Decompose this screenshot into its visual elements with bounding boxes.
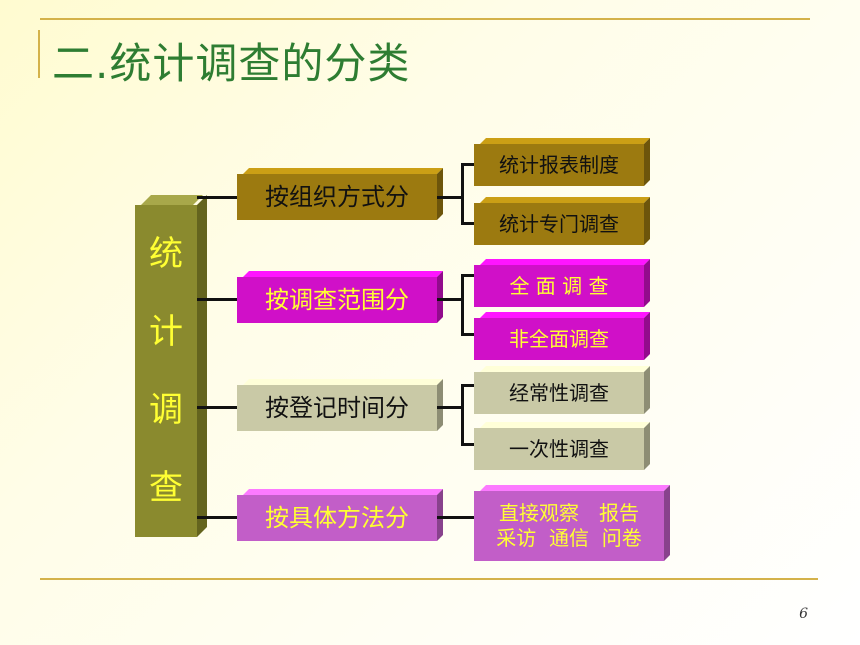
connector: [437, 516, 475, 519]
connector: [197, 516, 237, 519]
leaf-report-system: 统计报表制度: [474, 144, 644, 186]
leaf-label: 统计报表制度: [499, 152, 619, 177]
connector: [197, 196, 237, 199]
branch-label: 按调查范围分: [265, 286, 409, 314]
top-rule: [40, 18, 810, 20]
branch-time: 按登记时间分: [237, 385, 437, 431]
leaf-label: 采访 通信 问卷: [496, 526, 642, 550]
root-char: 调: [149, 389, 183, 430]
page-number: 6: [799, 606, 808, 622]
leaf-label: 全 面 调 查: [509, 273, 609, 298]
connector: [461, 384, 464, 446]
branch-method: 按具体方法分: [237, 495, 437, 541]
leaf-one-time-survey: 一次性调查: [474, 428, 644, 470]
leaf-label: 统计专门调查: [499, 211, 619, 236]
bottom-rule: [40, 578, 818, 580]
leaf-full-survey: 全 面 调 查: [474, 265, 644, 307]
leaf-label: 经常性调查: [509, 380, 609, 405]
root-char: 查: [149, 467, 183, 508]
root-char: 统: [149, 233, 183, 274]
connector: [461, 443, 475, 446]
connector: [461, 163, 464, 225]
connector: [461, 274, 464, 336]
branch-label: 按具体方法分: [265, 504, 409, 532]
left-rule: [38, 30, 40, 78]
leaf-special-survey: 统计专门调查: [474, 203, 644, 245]
leaf-label: 直接观察 报告: [499, 501, 639, 525]
connector: [437, 298, 463, 301]
leaf-regular-survey: 经常性调查: [474, 372, 644, 414]
leaf-label: 非全面调查: [509, 326, 609, 351]
connector: [461, 222, 475, 225]
connector: [461, 333, 475, 336]
connector: [461, 274, 475, 277]
page-title: 二.统计调查的分类: [52, 39, 411, 88]
branch-scope: 按调查范围分: [237, 277, 437, 323]
leaf-methods: 直接观察 报告 采访 通信 问卷: [474, 491, 664, 561]
connector: [437, 406, 463, 409]
root-char: 计: [149, 311, 183, 352]
connector: [461, 163, 475, 166]
connector: [197, 298, 237, 301]
root-node: 统 计 调 查: [135, 205, 197, 537]
connector: [197, 406, 237, 409]
branch-label: 按登记时间分: [265, 394, 409, 422]
leaf-label: 一次性调查: [509, 436, 609, 461]
leaf-partial-survey: 非全面调查: [474, 318, 644, 360]
branch-label: 按组织方式分: [265, 183, 409, 211]
connector: [437, 196, 463, 199]
branch-organization: 按组织方式分: [237, 174, 437, 220]
connector: [461, 384, 475, 387]
